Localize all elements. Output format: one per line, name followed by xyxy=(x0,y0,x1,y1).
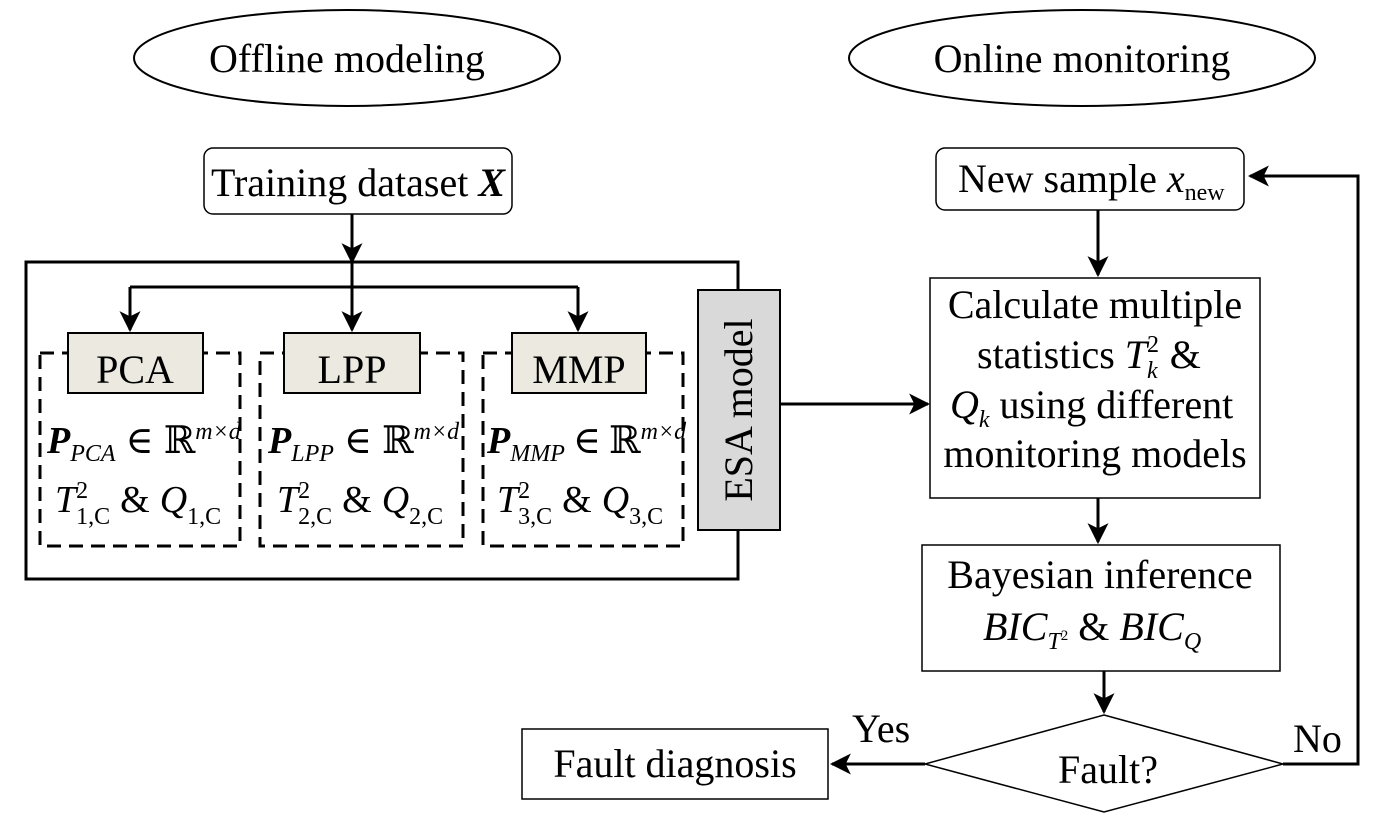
projection-pca: PPCA∈ℝm×d xyxy=(46,419,242,467)
fault-diagnosis-node: Fault diagnosis xyxy=(521,728,829,800)
model-box-lpp xyxy=(283,332,421,394)
new-sample-box xyxy=(935,147,1245,211)
new-sample-text: New sample xnew xyxy=(958,156,1225,206)
model-label-mmp: MMP xyxy=(532,347,625,392)
calculate-line-4: monitoring models xyxy=(943,431,1246,476)
ensemble-container xyxy=(24,260,740,581)
online-monitoring-header: Online monitoring xyxy=(848,9,1316,107)
bayesian-inference-node: Bayesian inference BICT2&BICQ xyxy=(921,544,1281,672)
bayesian-line-1: Bayesian inference xyxy=(947,552,1252,597)
calculate-statistics-box xyxy=(929,277,1261,499)
projection-lpp: PLPP∈ℝm×d xyxy=(267,419,460,467)
yes-label: Yes xyxy=(852,706,910,751)
fault-decision-text: Fault? xyxy=(1058,747,1158,792)
bayesian-line-2: BICT2&BICQ xyxy=(983,604,1201,655)
offline-title: Offline modeling xyxy=(209,36,485,81)
projection-mmp: PMMP∈ℝm×d xyxy=(486,419,687,467)
training-dataset-box xyxy=(203,147,513,215)
arrow-no-loop-to-new-sample xyxy=(1247,165,1360,766)
model-label-pca: PCA xyxy=(96,347,174,392)
online-title: Online monitoring xyxy=(934,36,1231,81)
no-label: No xyxy=(1293,716,1342,761)
offline-modeling-header: Offline modeling xyxy=(133,9,561,107)
new-sample-node: New sample xnew xyxy=(935,147,1245,211)
fault-diagnosis-box xyxy=(521,728,829,800)
calculate-line-1: Calculate multiple xyxy=(948,282,1242,327)
esa-model-box xyxy=(697,289,781,531)
model-label-lpp: LPP xyxy=(318,347,387,392)
online-ellipse xyxy=(848,9,1316,107)
training-dataset-text: Training dataset X xyxy=(211,160,506,205)
fault-diagnosis-text: Fault diagnosis xyxy=(553,741,796,786)
esa-model-node: ESA model xyxy=(697,289,781,531)
esa-model-text: ESA model xyxy=(716,318,761,501)
offline-ellipse xyxy=(133,9,561,107)
bayesian-inference-box xyxy=(921,544,1281,672)
model-box-mmp xyxy=(511,332,647,394)
fault-decision-node: Fault? xyxy=(922,714,1286,813)
fault-decision-diamond xyxy=(922,714,1286,813)
model-box-pca xyxy=(67,332,204,394)
training-dataset-node: Training dataset X xyxy=(203,147,513,215)
